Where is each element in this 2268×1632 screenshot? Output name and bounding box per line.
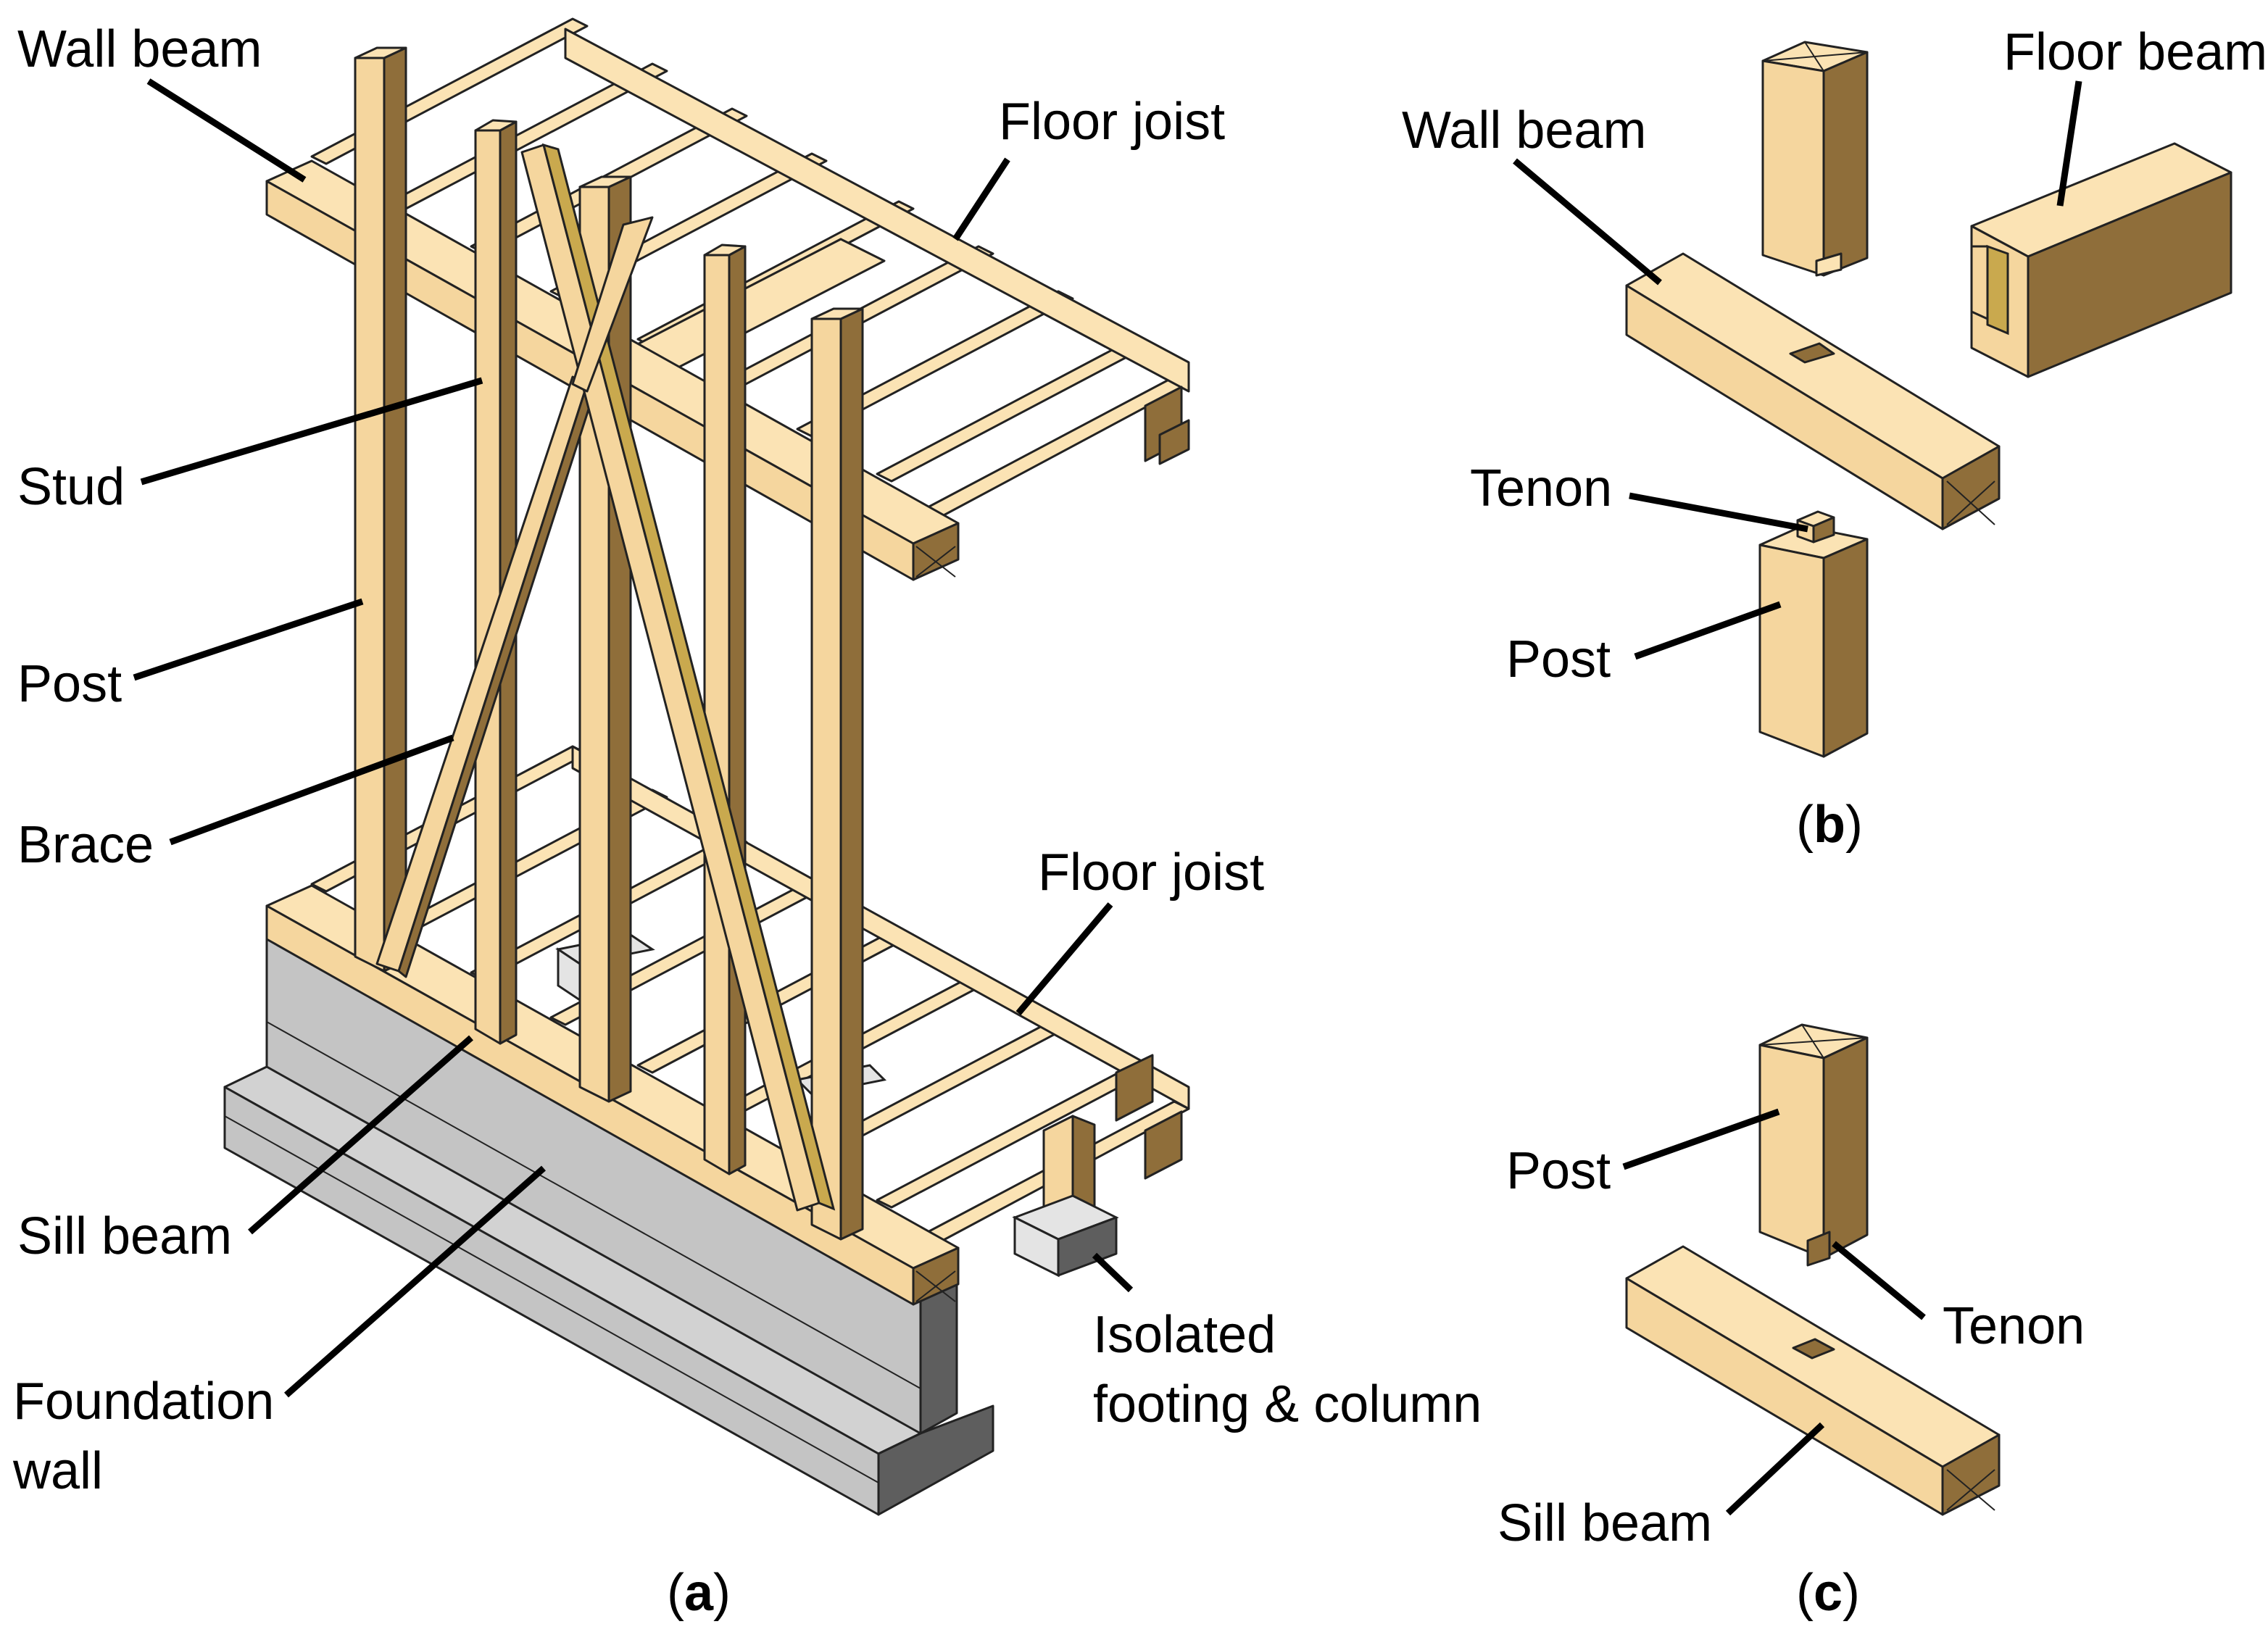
label-wall-beam-a: Wall beam (17, 20, 262, 78)
caption-a: (a) (667, 1564, 731, 1622)
label-isolated-footing-line1: Isolated (1093, 1306, 1276, 1364)
label-foundation-wall-line1: Foundation (13, 1373, 274, 1431)
label-floor-beam-b: Floor beam (2003, 23, 2267, 81)
label-sill-beam-c: Sill beam (1498, 1494, 1712, 1552)
label-post-c: Post (1506, 1142, 1611, 1200)
caption-c: (c) (1796, 1564, 1860, 1622)
label-tenon-c: Tenon (1943, 1297, 2085, 1355)
panel-a-labels: Wall beam Floor joist Stud Post Brace Fl… (12, 20, 1482, 1622)
panel-b-leaders (1513, 80, 2082, 660)
panel-c-drawing (1625, 1023, 2001, 1516)
panel-a-drawing (223, 17, 1190, 1516)
label-floor-joist-bottom: Floor joist (1038, 844, 1264, 902)
caption-b: (b) (1796, 796, 1863, 854)
label-isolated-footing-line2: footing & column (1093, 1375, 1482, 1433)
panel-c-leaders (1622, 1108, 1926, 1516)
panel-c-labels: Post Tenon Sill beam (c) (1498, 1142, 2085, 1622)
label-wall-beam-b: Wall beam (1402, 101, 1646, 159)
label-foundation-wall-line2: wall (12, 1442, 103, 1500)
foundation-wall (223, 931, 994, 1516)
panel-b-labels: Floor beam Wall beam Tenon Post (b) (1402, 23, 2267, 854)
label-sill-beam-a: Sill beam (17, 1207, 232, 1265)
label-tenon-b: Tenon (1470, 459, 1612, 517)
panel-b-drawing (1625, 41, 2232, 758)
label-floor-joist-top: Floor joist (999, 93, 1225, 151)
panel-a-leaders (133, 78, 1134, 1398)
label-brace: Brace (17, 816, 154, 874)
label-post-a: Post (17, 655, 122, 713)
braces (375, 143, 836, 1212)
label-post-b: Post (1506, 630, 1611, 688)
label-stud: Stud (17, 458, 125, 516)
